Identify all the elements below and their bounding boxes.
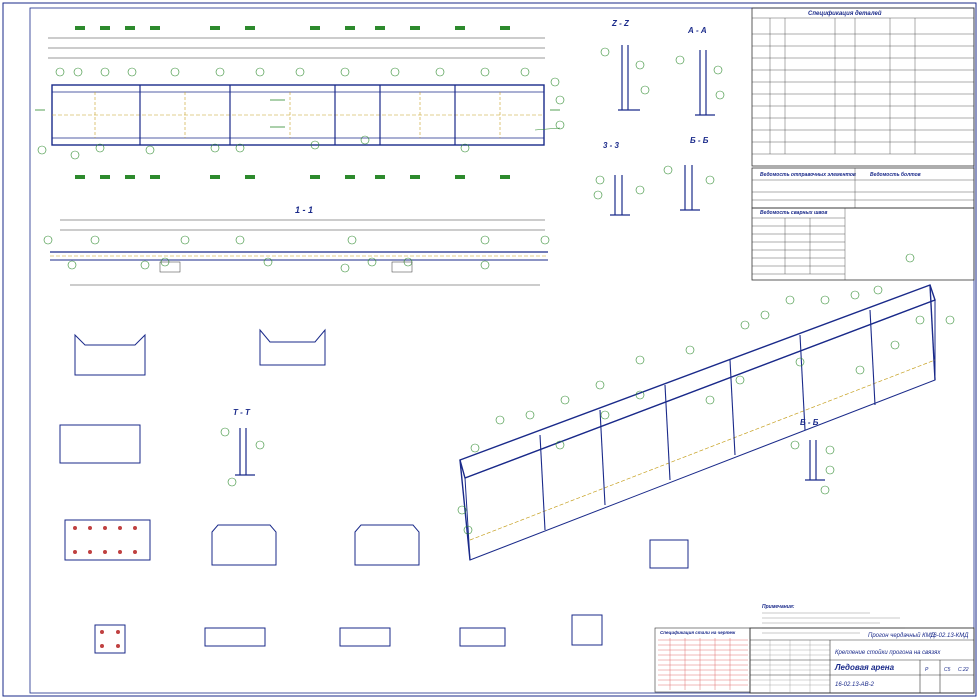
plan-view	[37, 26, 565, 179]
welds-table: Ведомость сварных швов	[751, 207, 975, 281]
title-block: Прогон чердачный КМД 16-02.13-КМД Крепле…	[749, 627, 975, 694]
tb-project: Прогон чердачный КМД	[868, 632, 936, 639]
welds-table-title: Ведомость сварных швов	[760, 210, 827, 216]
section-bb2: Б - Б	[790, 418, 835, 495]
steel-stamp-table: Спецификация стали на чертеж	[654, 627, 751, 693]
spec-table-title: Спецификация деталей	[808, 10, 882, 17]
section-aa-title: А - А	[687, 26, 707, 35]
section-1-1-title: 1 - 1	[295, 205, 313, 215]
tb-stage: Р	[925, 667, 929, 673]
bolts-table-title: Ведомость отправочных элементов	[760, 172, 856, 178]
tb-sheets: С.22	[958, 667, 969, 673]
bolts2-table-title: Ведомость болтов	[870, 171, 921, 178]
inner-frame	[29, 7, 975, 694]
section-33-title: 3 - 3	[603, 141, 620, 150]
spec-table: Спецификация деталей	[751, 7, 975, 167]
tb-code-top: 16-02.13-КМД	[930, 633, 969, 639]
tb-code-bottom: 16-02.13-АВ-2	[835, 682, 875, 688]
section-tt: Т - Т	[220, 408, 265, 487]
section-bb-title: Б - Б	[690, 136, 709, 145]
section-bb2-title: Б - Б	[800, 418, 819, 427]
tb-sheet: С5	[944, 667, 951, 673]
steel-stamp-title: Спецификация стали на чертеж	[660, 629, 736, 635]
isometric-view	[457, 253, 955, 561]
section-zz-title: Z - Z	[611, 19, 630, 28]
tb-drawing-title: Ледовая арена	[834, 663, 895, 672]
tb-element-title: Крепление стойки прогона на связях	[835, 649, 941, 656]
small-sections: Z - Z А - А 3 - 3 Б - Б	[593, 19, 725, 216]
detail-plates	[59, 328, 689, 654]
bolts-table: Ведомость отправочных элементов Ведомост…	[751, 167, 975, 209]
section-1-1: 1 - 1	[43, 205, 550, 286]
plate-holes	[73, 526, 137, 648]
section-tt-title: Т - Т	[233, 408, 251, 417]
notes-title: Примечания:	[762, 604, 795, 610]
